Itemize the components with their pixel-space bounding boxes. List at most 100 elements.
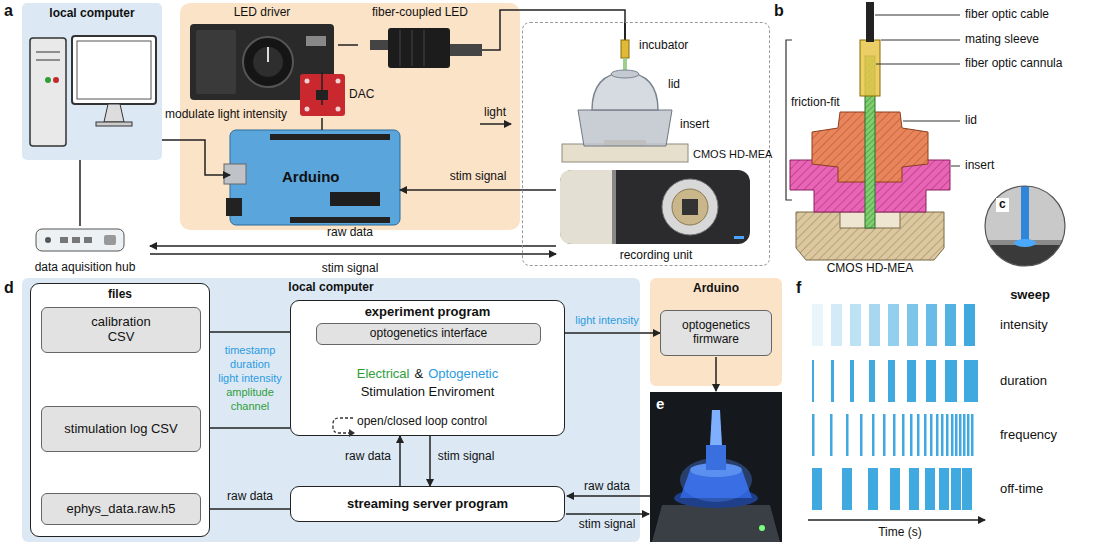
sweep-bars [869,360,875,402]
sweep-bars [951,468,961,510]
led-driver: LED driver [186,3,338,105]
photo [650,392,782,542]
fiber-led: fiber-coupled LED [358,3,482,78]
recording-unit-illustration [612,170,616,244]
sweep-bars [939,468,949,510]
sweep-bars [893,414,896,456]
led-illustration [412,30,413,66]
photo [759,525,765,531]
leader-line [875,15,960,166]
loop-symbol [349,429,355,437]
mea-illustration [578,110,672,146]
sweep-bars [888,304,899,346]
sweep-label: duration [1000,374,1047,389]
node-title: recording unit [556,249,756,263]
sweep-bars [955,414,958,456]
sweep-bars [910,414,913,456]
incubator-box: incubatorrecording unit [522,22,770,266]
connector [321,72,323,105]
arduino-illustration [330,192,380,206]
sweep-bars [926,360,936,402]
edge-label: light intensity [575,314,639,327]
hub-illustration [45,237,51,243]
bracket [786,40,792,200]
part-label: lid [965,114,977,128]
sweep-bars [812,304,978,510]
arduino-panel: Arduinooptogenetics firmware [650,278,782,386]
mea-illustration [562,144,688,162]
recording-unit-illustration [560,170,750,244]
computer-illustration [36,60,60,61]
sweep-bars [907,360,916,402]
sweep-bars [945,360,957,402]
field-label: duration [230,358,270,371]
connector [338,44,358,46]
computer-illustration [53,77,59,83]
connector [201,427,290,429]
hub-illustration [72,237,80,243]
connector [150,245,556,247]
panel-letter: a [4,2,13,20]
sweep-bars [850,360,854,402]
sweep-title: sweep [1010,288,1050,303]
led-illustration [388,28,450,68]
arduino-board: Arduino [230,130,400,225]
mea-illustration [621,40,629,58]
leader-line [881,40,960,41]
recording-unit-illustration [560,170,750,244]
mea-illustration [611,70,639,78]
mea-illustration [562,22,688,162]
hub-illustration [36,229,124,251]
text-row: Electrical&Optogenetic [291,367,564,382]
connector [482,10,625,50]
signal-arrow [567,495,650,497]
computer-illustration [45,77,51,83]
leader-line [903,121,960,122]
dac-board: DAC [300,72,378,118]
sweep-bars [926,304,937,346]
file-box: stimulation log CSV [41,406,201,452]
panel-background [22,3,162,160]
sweep-bars [946,414,949,456]
edge-label: raw data [227,490,273,504]
node-text: Optogenetic [428,367,498,382]
signal-arrow [715,357,717,391]
recording-unit: recording unit [556,167,756,265]
computer-illustration [30,36,156,146]
connector [79,160,81,226]
photo [710,410,722,445]
sweep-bars [951,414,954,456]
field-label: light intensity [218,372,282,385]
sweep-bars [909,468,919,510]
signal-arrow [566,513,649,515]
connector [201,508,290,510]
recording-unit-illustration [560,170,612,244]
panel-background [22,278,640,542]
inset-circle [1021,186,1029,242]
inset-circle [985,186,1065,267]
field-label: channel [231,400,270,413]
node-title: calibration CSV [77,315,165,345]
part-label: lid [668,78,680,92]
part-label: mating sleeve [965,33,1039,47]
edge-label: modulate light intensity [165,108,287,122]
node-title: optogenetics interface [317,327,540,341]
file-box: ephys_data.raw.h5 [41,493,201,525]
sweep-bars [872,414,875,456]
led-driver-illustration [306,36,326,46]
node-text: & [414,367,423,382]
signal-label: light [484,106,506,120]
computer-panel: local computer [22,3,162,160]
sweep-bars [907,304,918,346]
node-text: open/closed loop control [357,415,487,429]
panel-letter: f [796,279,801,297]
edge-label: stim signal [438,450,495,464]
connector [150,253,556,255]
node-title: files [31,288,209,302]
node-title: streaming server program [291,497,564,512]
program-box: streaming server program [290,486,565,522]
node-title: DAC [349,88,374,102]
connector [162,140,230,175]
sweep-label: intensity [1000,318,1048,333]
sweep-bars [917,414,920,456]
